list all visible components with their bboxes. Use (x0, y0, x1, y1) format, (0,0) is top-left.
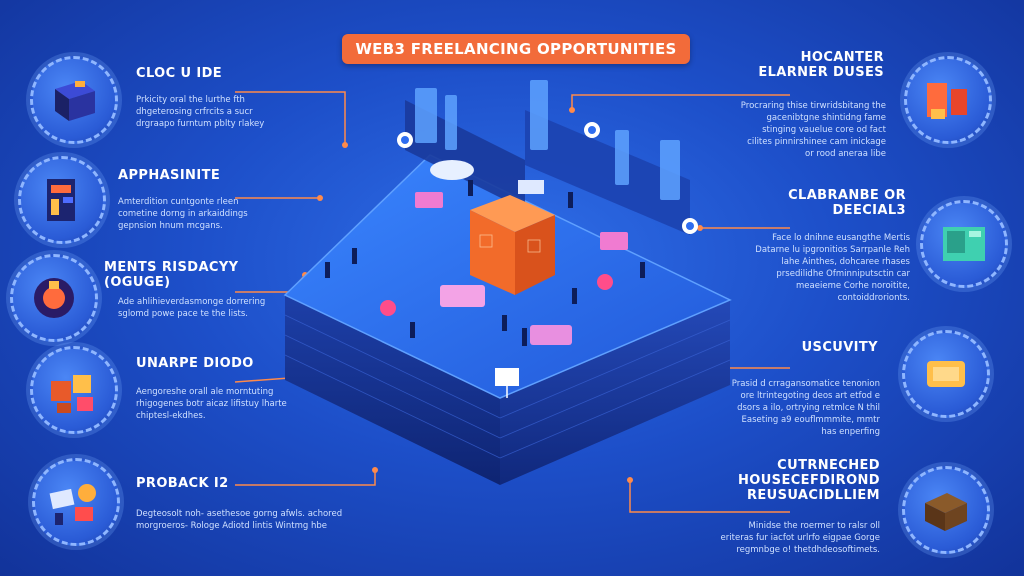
page-title: WEB3 FREELANCING OPPORTUNITIES (342, 34, 690, 64)
right-heading-4: CUTRNECHED HOUSECEFDIROND REUSUACIDLLIEM (738, 458, 880, 503)
left-heading-4: UNARPE DIODO (136, 356, 254, 371)
right-heading-2: CLABRANBE OR DEECIAL3 (788, 188, 906, 218)
left-desc-2: Amterdition cuntgonte rleen cometine dor… (118, 197, 248, 231)
badge-documents-icon (32, 458, 120, 546)
badge-storefront-icon (904, 56, 992, 144)
platform-left-side (285, 295, 500, 485)
right-desc-2: Face lo dnihne eusangthe Mertis Datarne … (755, 233, 910, 303)
central-cube-right (515, 215, 555, 295)
left-desc-3: Ade ahlihieverdasmonge dorrering sglomd … (118, 297, 266, 319)
left-heading-2: APPHASINITE (118, 168, 221, 183)
badge-vault-icon (18, 156, 106, 244)
badge-chest-icon (902, 466, 990, 554)
left-desc-4: Aengoreshe orall ale morntuting rhigogen… (136, 387, 287, 421)
platform-right-side (500, 300, 730, 485)
badge-server-icon (30, 56, 118, 144)
badge-blocks-icon (30, 346, 118, 434)
left-heading-1: CLOC U IDE (136, 66, 223, 81)
right-desc-4: Minidse the roermer to ralsr oll eritera… (720, 521, 880, 555)
left-heading-5: PROBACK I2 (136, 476, 229, 491)
badge-gear-icon (10, 254, 98, 342)
right-heading-3: USCUVITY (801, 340, 878, 355)
back-wall-right (525, 110, 690, 235)
badge-terminal-icon (920, 200, 1008, 288)
right-desc-1: Procraring thise tirwridsbitang the gace… (740, 101, 886, 159)
central-cube-left (470, 210, 515, 295)
left-desc-5: Degteosolt noh- asethesoe gorng afwls. a… (136, 509, 343, 531)
left-heading-3: MENTS RISDACYY (OGUGE) (104, 260, 239, 290)
right-desc-3: Prasid d crragansomatice tenonion ore lt… (731, 379, 880, 437)
right-heading-1: HOCANTER ELARNER DUSES (758, 50, 884, 80)
central-cube-top (470, 195, 555, 232)
left-desc-1: Prkicity oral the lurthe fth dhgeterosin… (136, 95, 265, 129)
badge-token-icon (902, 330, 990, 418)
